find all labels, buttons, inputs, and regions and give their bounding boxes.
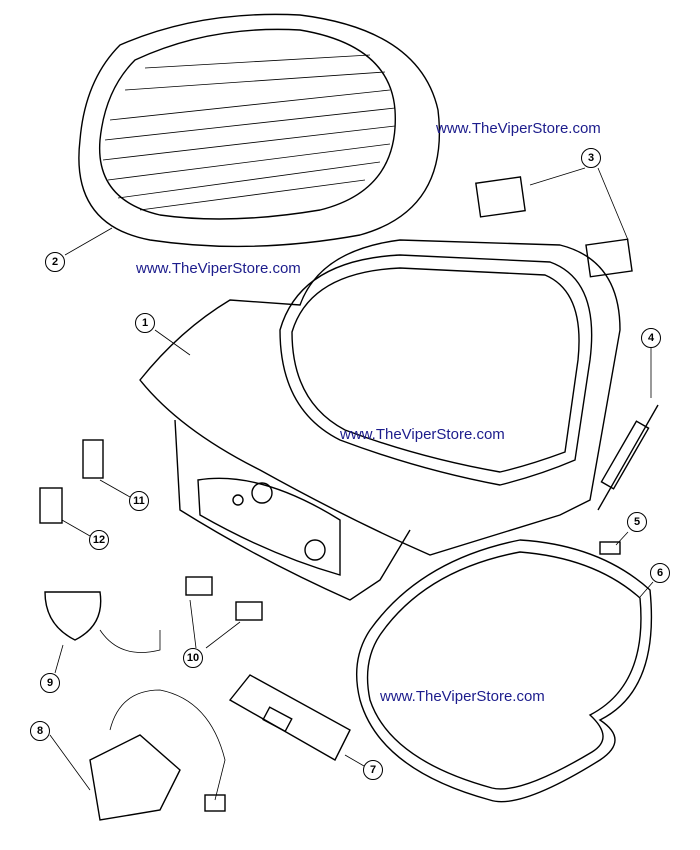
striker-parts bbox=[185, 576, 263, 649]
callout-6: 6 bbox=[650, 563, 670, 583]
support-strut-part bbox=[597, 348, 659, 511]
rear-glass-part bbox=[64, 13, 441, 256]
fitting-part bbox=[39, 487, 91, 537]
latch-part bbox=[49, 689, 226, 821]
watermark-text: www.TheViperStore.com bbox=[340, 426, 505, 443]
emblem-lamp-part bbox=[44, 591, 161, 674]
callout-8: 8 bbox=[30, 721, 50, 741]
bumper-stop-part bbox=[82, 439, 131, 498]
callout-12: 12 bbox=[89, 530, 109, 550]
callout-5: 5 bbox=[627, 512, 647, 532]
callout-11: 11 bbox=[129, 491, 149, 511]
callout-2: 2 bbox=[45, 252, 65, 272]
callout-4: 4 bbox=[641, 328, 661, 348]
weatherstrip-part bbox=[355, 539, 654, 803]
hinge-parts bbox=[475, 167, 633, 278]
trim-panel-part bbox=[228, 674, 365, 767]
watermark-text: www.TheViperStore.com bbox=[136, 260, 301, 277]
callout-3: 3 bbox=[581, 148, 601, 168]
callout-7: 7 bbox=[363, 760, 383, 780]
liftgate-part bbox=[139, 239, 621, 601]
callout-10: 10 bbox=[183, 648, 203, 668]
watermark-text: www.TheViperStore.com bbox=[380, 688, 545, 705]
callout-1: 1 bbox=[135, 313, 155, 333]
callout-9: 9 bbox=[40, 673, 60, 693]
switch-part bbox=[599, 531, 629, 555]
watermark-text: www.TheViperStore.com bbox=[436, 120, 601, 137]
